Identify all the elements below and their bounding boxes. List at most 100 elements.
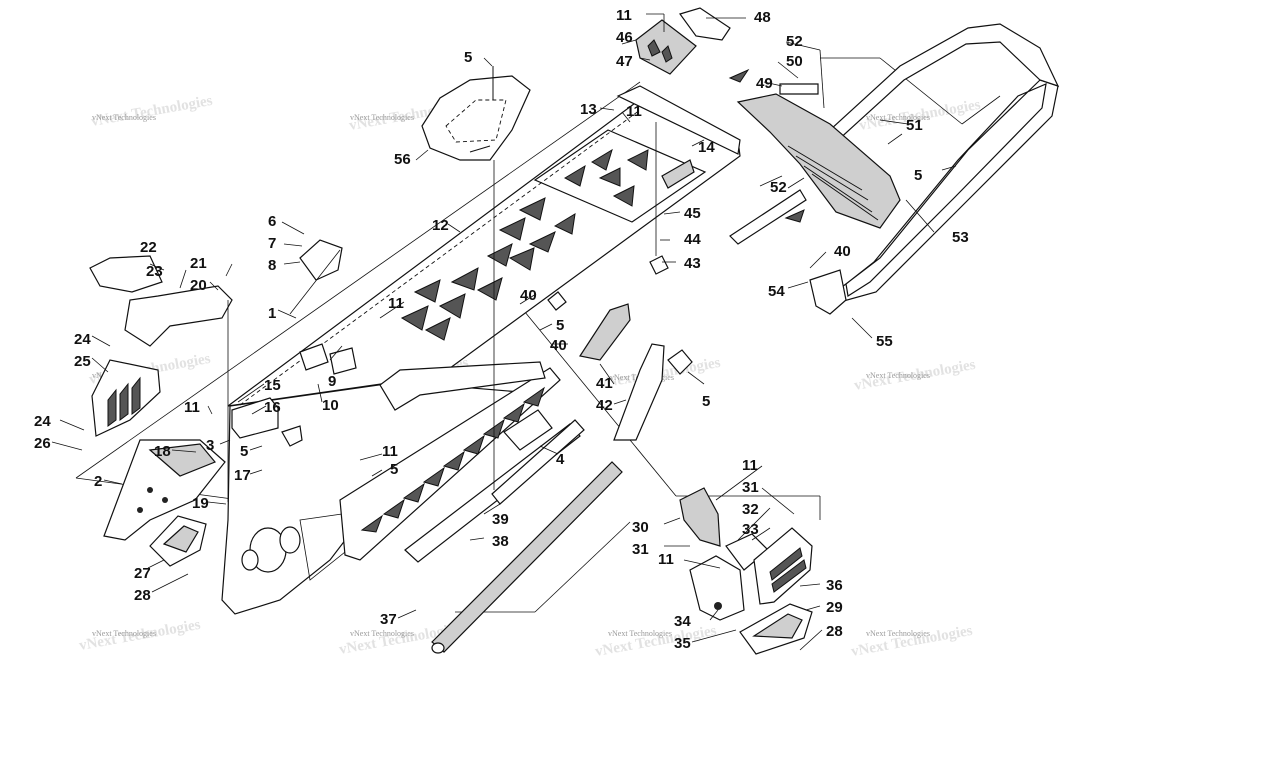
callout-29: 29: [826, 599, 843, 616]
callout-18: 18: [154, 443, 171, 460]
callout-24: 24: [74, 331, 91, 348]
callout-37: 37: [380, 611, 397, 628]
watermark: vNext Technologies: [92, 113, 156, 122]
clip-43: [649, 255, 669, 275]
callout-11-g: 11: [658, 551, 674, 568]
callout-6: 6: [268, 213, 276, 230]
tag-50: [779, 83, 819, 95]
spring-5: [667, 349, 693, 375]
callout-14: 14: [698, 139, 715, 156]
rear-bumper-assembly: [728, 23, 1060, 315]
callout-41: 41: [596, 375, 613, 392]
callout-44: 44: [684, 231, 701, 248]
callout-48: 48: [754, 9, 771, 26]
callout-28-b: 28: [826, 623, 843, 640]
callout-11: 11: [616, 7, 632, 24]
callout-38: 38: [492, 533, 509, 550]
flap-ribs: [787, 145, 879, 221]
side-round-cutout: [279, 526, 301, 554]
watermark: vNext Technologies: [92, 629, 156, 638]
running-board-slots: [360, 386, 545, 533]
watermark: vNext Technologies: [350, 629, 414, 638]
rear-bumper-top-rail: [829, 23, 1060, 143]
callout-4: 4: [556, 451, 565, 468]
watermark: vNext Technologies: [866, 371, 930, 380]
callout-1: 1: [268, 305, 276, 322]
watermark-shadow: vNext Technologies: [90, 93, 214, 130]
callout-31-b: 31: [632, 541, 649, 558]
callout-2: 2: [94, 473, 102, 490]
callout-43: 43: [684, 255, 701, 272]
tunnel-assembly: [221, 91, 741, 615]
callout-36: 36: [826, 577, 843, 594]
callout-30: 30: [632, 519, 649, 536]
electrical-module: [231, 397, 303, 447]
rail-52: [729, 189, 807, 245]
callout-3: 3: [206, 437, 214, 454]
rail-14: [616, 85, 741, 155]
part-callouts: 11 48 46 47 52 50 49 51 5 52 53 40 54 55…: [34, 7, 969, 652]
tab-40: [547, 291, 567, 311]
front-handle-bar: [124, 285, 233, 347]
callout-47: 47: [616, 53, 633, 70]
callout-52b: 52: [770, 179, 787, 196]
callout-26: 26: [34, 435, 51, 452]
guard-30: [679, 487, 721, 547]
callout-5-mid: 5: [556, 317, 564, 334]
side-round-cutout: [241, 549, 259, 571]
callout-12: 12: [432, 217, 449, 234]
callout-11-d: 11: [184, 399, 200, 416]
callout-11-b: 11: [626, 103, 642, 120]
hitch-54: [809, 269, 847, 315]
callout-53: 53: [952, 229, 969, 246]
callout-13: 13: [580, 101, 597, 118]
mount-8: [299, 239, 343, 281]
leader-lines: [51, 13, 957, 651]
callout-56: 56: [394, 151, 411, 168]
plate-10: [329, 347, 357, 375]
callout-10: 10: [322, 397, 339, 414]
callout-19: 19: [192, 495, 209, 512]
callout-5-right: 5: [702, 393, 710, 410]
callout-33: 33: [742, 521, 759, 538]
plate-9: [299, 343, 329, 371]
bolt-35: [714, 602, 722, 610]
callout-55: 55: [876, 333, 893, 350]
callout-16: 16: [264, 399, 281, 416]
callout-20: 20: [190, 277, 207, 294]
cover-22: [89, 255, 163, 293]
cap-48: [679, 7, 731, 41]
callout-17: 17: [234, 467, 251, 484]
callout-11-c: 11: [388, 295, 404, 312]
callout-15: 15: [264, 377, 281, 394]
middle-parts: [299, 239, 693, 441]
plate-34: [689, 555, 745, 621]
callout-5-left: 5: [240, 443, 248, 460]
footrest-left: [149, 515, 207, 567]
watermark: vNext Technologies: [608, 629, 672, 638]
callout-45: 45: [684, 205, 701, 222]
assembly-boundary-lines: [75, 57, 1001, 613]
callout-23: 23: [146, 263, 163, 280]
callout-9: 9: [328, 373, 336, 390]
seat-bag: [421, 66, 531, 161]
callout-25: 25: [74, 353, 91, 370]
callout-27: 27: [134, 565, 151, 582]
callout-21: 21: [190, 255, 207, 272]
tunnel-crossbar: [379, 361, 546, 411]
callout-11-f: 11: [742, 457, 758, 474]
callout-5-low: 5: [390, 461, 398, 478]
callout-7: 7: [268, 235, 276, 252]
callout-40-b: 40: [520, 287, 537, 304]
right-side-parts: [679, 487, 813, 655]
callout-46: 46: [616, 29, 633, 46]
callout-8: 8: [268, 257, 276, 274]
callout-54: 54: [768, 283, 785, 300]
callout-31: 31: [742, 479, 759, 496]
watermark: vNext Technologies: [350, 113, 414, 122]
callout-42: 42: [596, 397, 613, 414]
bracket-47: [635, 19, 697, 75]
callout-49: 49: [756, 75, 773, 92]
callout-34: 34: [674, 613, 691, 630]
tunnel-cutouts: [400, 148, 649, 341]
